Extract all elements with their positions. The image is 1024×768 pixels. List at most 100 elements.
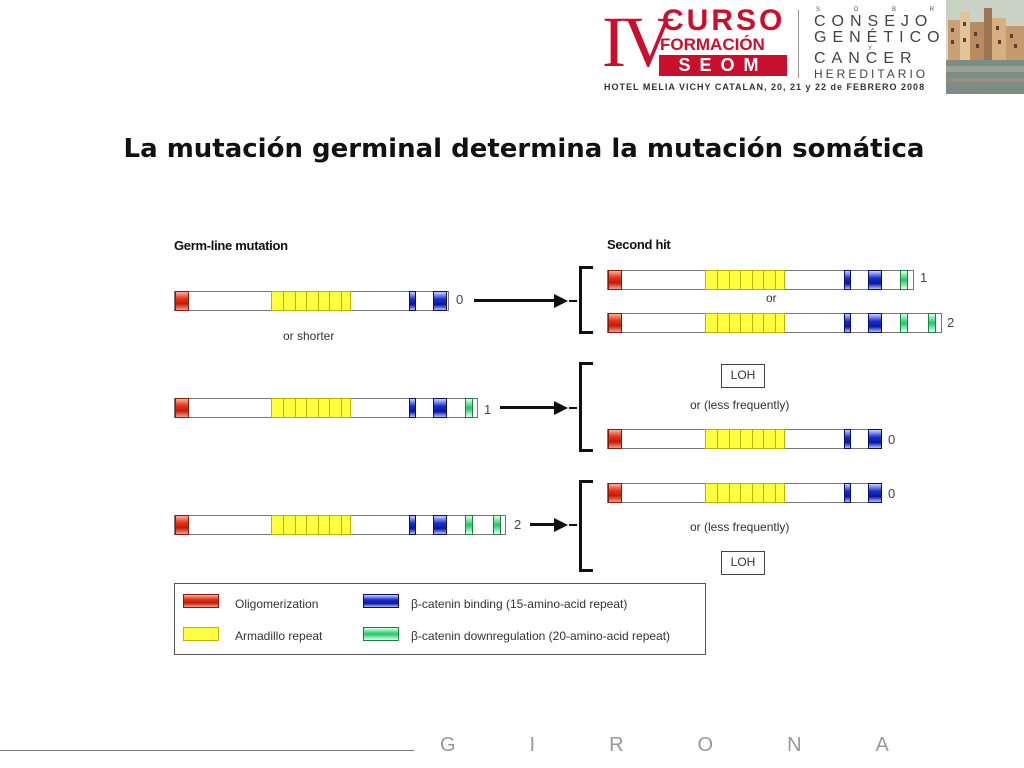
logo-curso: CURSO (662, 4, 786, 37)
armadillo-repeat-divider (775, 484, 776, 502)
beta-catenin-binding-repeat (409, 515, 416, 535)
oligomerization-domain (608, 429, 622, 449)
footer-line (0, 750, 414, 751)
loh-box: LOH (721, 551, 765, 575)
armadillo-repeat-divider (752, 484, 753, 502)
oligomerization-domain (608, 270, 622, 290)
armadillo-repeat-divider (329, 292, 330, 310)
armadillo-repeat-divider (306, 292, 307, 310)
second-hit-heading: Second hit (607, 237, 671, 252)
legend-label-beta-binding: β-catenin binding (15-amino-acid repeat) (411, 597, 628, 611)
legend-swatch-beta-downregulation (363, 627, 399, 641)
arrow-dash (569, 300, 577, 302)
armadillo-repeat-divider (729, 271, 730, 289)
legend-label-oligomerization: Oligomerization (235, 597, 319, 611)
gene-bar-secondhit-0 (607, 483, 882, 503)
repeat-count-label: 2 (947, 315, 955, 330)
arrow-line (500, 406, 556, 409)
arrow-head-icon (554, 401, 568, 415)
arrow-dash (569, 407, 577, 409)
legend-label-armadillo: Armadillo repeat (235, 629, 323, 643)
bracket (579, 480, 593, 572)
armadillo-repeat-block (271, 515, 351, 535)
beta-catenin-binding-repeat (868, 313, 882, 333)
armadillo-repeat-divider (740, 271, 741, 289)
armadillo-repeat-divider (775, 430, 776, 448)
beta-catenin-downregulation-repeat (900, 270, 908, 290)
logo-y: Y (868, 46, 889, 52)
arrow-dash (569, 524, 577, 526)
beta-catenin-binding-repeat (433, 291, 447, 311)
armadillo-repeat-divider (752, 314, 753, 332)
oligomerization-domain (608, 313, 622, 333)
armadillo-repeat-divider (283, 399, 284, 417)
armadillo-repeat-divider (318, 516, 319, 534)
armadillo-repeat-divider (306, 399, 307, 417)
logo-cancer: CANCER (814, 50, 918, 67)
gene-bar-secondhit-2 (607, 313, 942, 333)
bracket (579, 362, 593, 452)
logo-genetico: GENÉTICO (814, 29, 946, 46)
logo-consejo: CONSEJO (814, 13, 934, 30)
beta-catenin-downregulation-repeat (465, 398, 473, 418)
arrow-line (530, 523, 556, 526)
logo-seom: SEOM (659, 55, 787, 76)
repeat-count-label: 1 (484, 402, 492, 417)
oligomerization-domain (175, 515, 189, 535)
armadillo-repeat-block (705, 313, 785, 333)
loh-box: LOH (721, 364, 765, 388)
beta-catenin-binding-repeat (433, 515, 447, 535)
armadillo-repeat-divider (717, 314, 718, 332)
arrow-head-icon (554, 294, 568, 308)
oligomerization-domain (175, 291, 189, 311)
beta-catenin-binding-repeat (409, 398, 416, 418)
or-label: or (766, 291, 777, 305)
beta-catenin-binding-repeat (844, 483, 851, 503)
armadillo-repeat-divider (752, 430, 753, 448)
armadillo-repeat-divider (295, 516, 296, 534)
beta-catenin-downregulation-repeat (465, 515, 473, 535)
armadillo-repeat-block (705, 483, 785, 503)
gene-bar-secondhit-0 (607, 429, 882, 449)
legend: Oligomerization Armadillo repeat β-caten… (174, 583, 706, 655)
gene-bar-germline-0 (174, 291, 449, 311)
armadillo-repeat-divider (341, 399, 342, 417)
beta-catenin-binding-repeat (868, 483, 882, 503)
armadillo-repeat-divider (729, 430, 730, 448)
armadillo-repeat-divider (763, 484, 764, 502)
oligomerization-domain (175, 398, 189, 418)
oligomerization-domain (608, 483, 622, 503)
footer-girona: GIRONA (440, 734, 963, 756)
armadillo-repeat-divider (329, 516, 330, 534)
gene-bar-germline-2 (174, 515, 506, 535)
armadillo-repeat-divider (729, 484, 730, 502)
beta-catenin-binding-repeat (409, 291, 416, 311)
page-title: La mutación germinal determina la mutaci… (123, 134, 925, 164)
armadillo-repeat-divider (341, 292, 342, 310)
logo-formacion: FORMACIÓN (660, 35, 765, 54)
armadillo-repeat-divider (295, 399, 296, 417)
beta-catenin-binding-repeat (844, 270, 851, 290)
or-less-frequently-label: or (less frequently) (690, 398, 790, 412)
armadillo-repeat-divider (775, 314, 776, 332)
armadillo-repeat-divider (763, 430, 764, 448)
beta-catenin-binding-repeat (868, 270, 882, 290)
armadillo-repeat-block (271, 291, 351, 311)
legend-swatch-oligomerization (183, 594, 219, 608)
armadillo-repeat-divider (740, 484, 741, 502)
beta-catenin-downregulation-repeat (928, 313, 936, 333)
legend-swatch-beta-binding (363, 594, 399, 608)
repeat-count-label: 2 (514, 517, 522, 532)
armadillo-repeat-divider (740, 430, 741, 448)
armadillo-repeat-divider (329, 399, 330, 417)
armadillo-repeat-divider (306, 516, 307, 534)
or-less-frequently-label: or (less frequently) (690, 520, 790, 534)
armadillo-repeat-divider (729, 314, 730, 332)
logo-hereditario: HEREDITARIO (814, 67, 929, 81)
repeat-count-label: 1 (920, 270, 928, 285)
armadillo-repeat-block (271, 398, 351, 418)
bracket (579, 266, 593, 334)
beta-catenin-binding-repeat (844, 313, 851, 333)
armadillo-repeat-divider (775, 271, 776, 289)
legend-label-beta-downregulation: β-catenin downregulation (20-amino-acid … (411, 629, 671, 643)
